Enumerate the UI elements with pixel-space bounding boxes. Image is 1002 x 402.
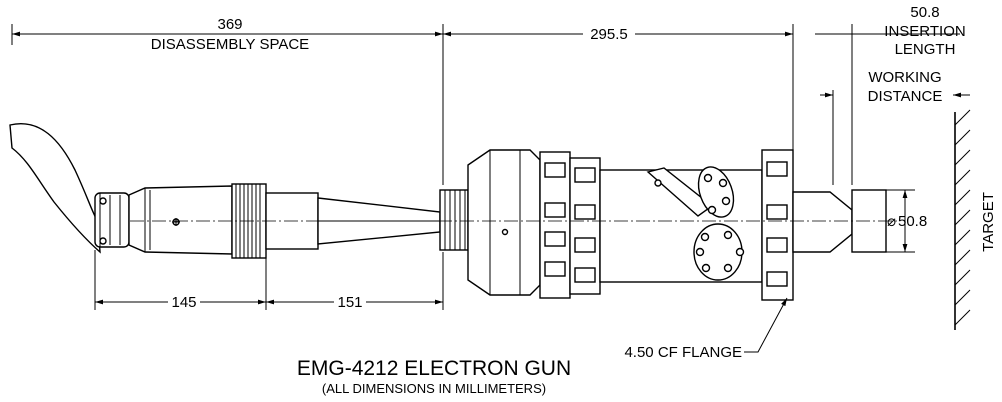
working-label-2: DISTANCE xyxy=(868,88,943,105)
flange-label: 4.50 CF FLANGE xyxy=(624,344,742,361)
connector-body xyxy=(128,185,233,255)
insertion-value: 50.8 xyxy=(910,4,939,21)
drawing-title: EMG-4212 ELECTRON GUN xyxy=(297,357,571,380)
segment-a-value: 145 xyxy=(171,294,196,311)
disassembly-label: DISASSEMBLY SPACE xyxy=(151,36,309,53)
segment-b-value: 151 xyxy=(337,294,362,311)
disassembly-value: 369 xyxy=(217,16,242,33)
nozzle xyxy=(792,191,853,253)
bottom-dimensions: 145 151 xyxy=(94,250,444,311)
diameter-symbol: ⌀ xyxy=(887,213,896,230)
flange-callout: 4.50 CF FLANGE xyxy=(624,297,788,361)
overall-value: 295.5 xyxy=(590,26,628,43)
drawing-subtitle: (ALL DIMENSIONS IN MILLIMETERS) xyxy=(322,381,546,396)
gun-assembly xyxy=(9,123,900,301)
top-dimensions: 369 DISASSEMBLY SPACE 295.5 50.8 INSERTI… xyxy=(11,4,970,185)
target-surface: TARGET xyxy=(954,109,997,330)
diameter-dimension: ⌀ 50.8 xyxy=(886,189,927,253)
gun-cap xyxy=(467,149,541,296)
insertion-label-1: INSERTION xyxy=(884,23,965,40)
feedthrough-threads xyxy=(439,189,469,251)
working-label-1: WORKING xyxy=(868,69,941,86)
diameter-value: 50.8 xyxy=(898,213,927,230)
target-label: TARGET xyxy=(980,192,997,252)
cable xyxy=(9,123,101,254)
insertion-label-2: LENGTH xyxy=(895,41,956,58)
